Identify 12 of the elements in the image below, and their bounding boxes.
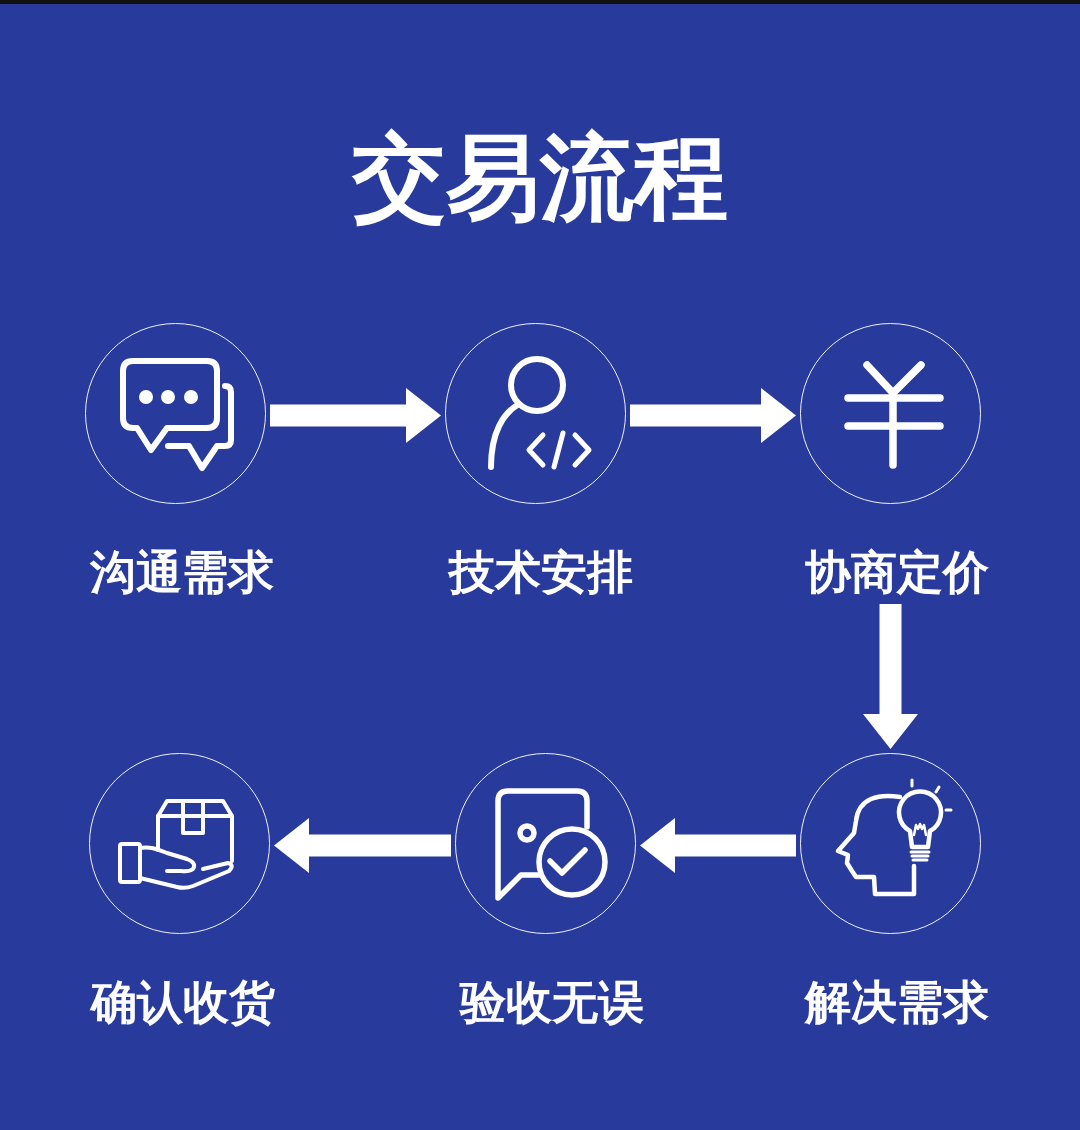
- step-label: 协商定价: [805, 544, 989, 600]
- step-label: 沟通需求: [90, 544, 274, 600]
- arrow: [270, 388, 441, 443]
- step-label: 解决需求: [805, 974, 989, 1030]
- arrow: [640, 818, 796, 873]
- arrow: [274, 818, 451, 873]
- step-label: 技术安排: [449, 544, 633, 600]
- step-label: 确认收货: [91, 974, 275, 1030]
- arrow: [863, 604, 918, 749]
- arrow: [630, 388, 796, 443]
- title: 交易流程: [351, 128, 729, 228]
- step-label: 验收无误: [460, 974, 644, 1030]
